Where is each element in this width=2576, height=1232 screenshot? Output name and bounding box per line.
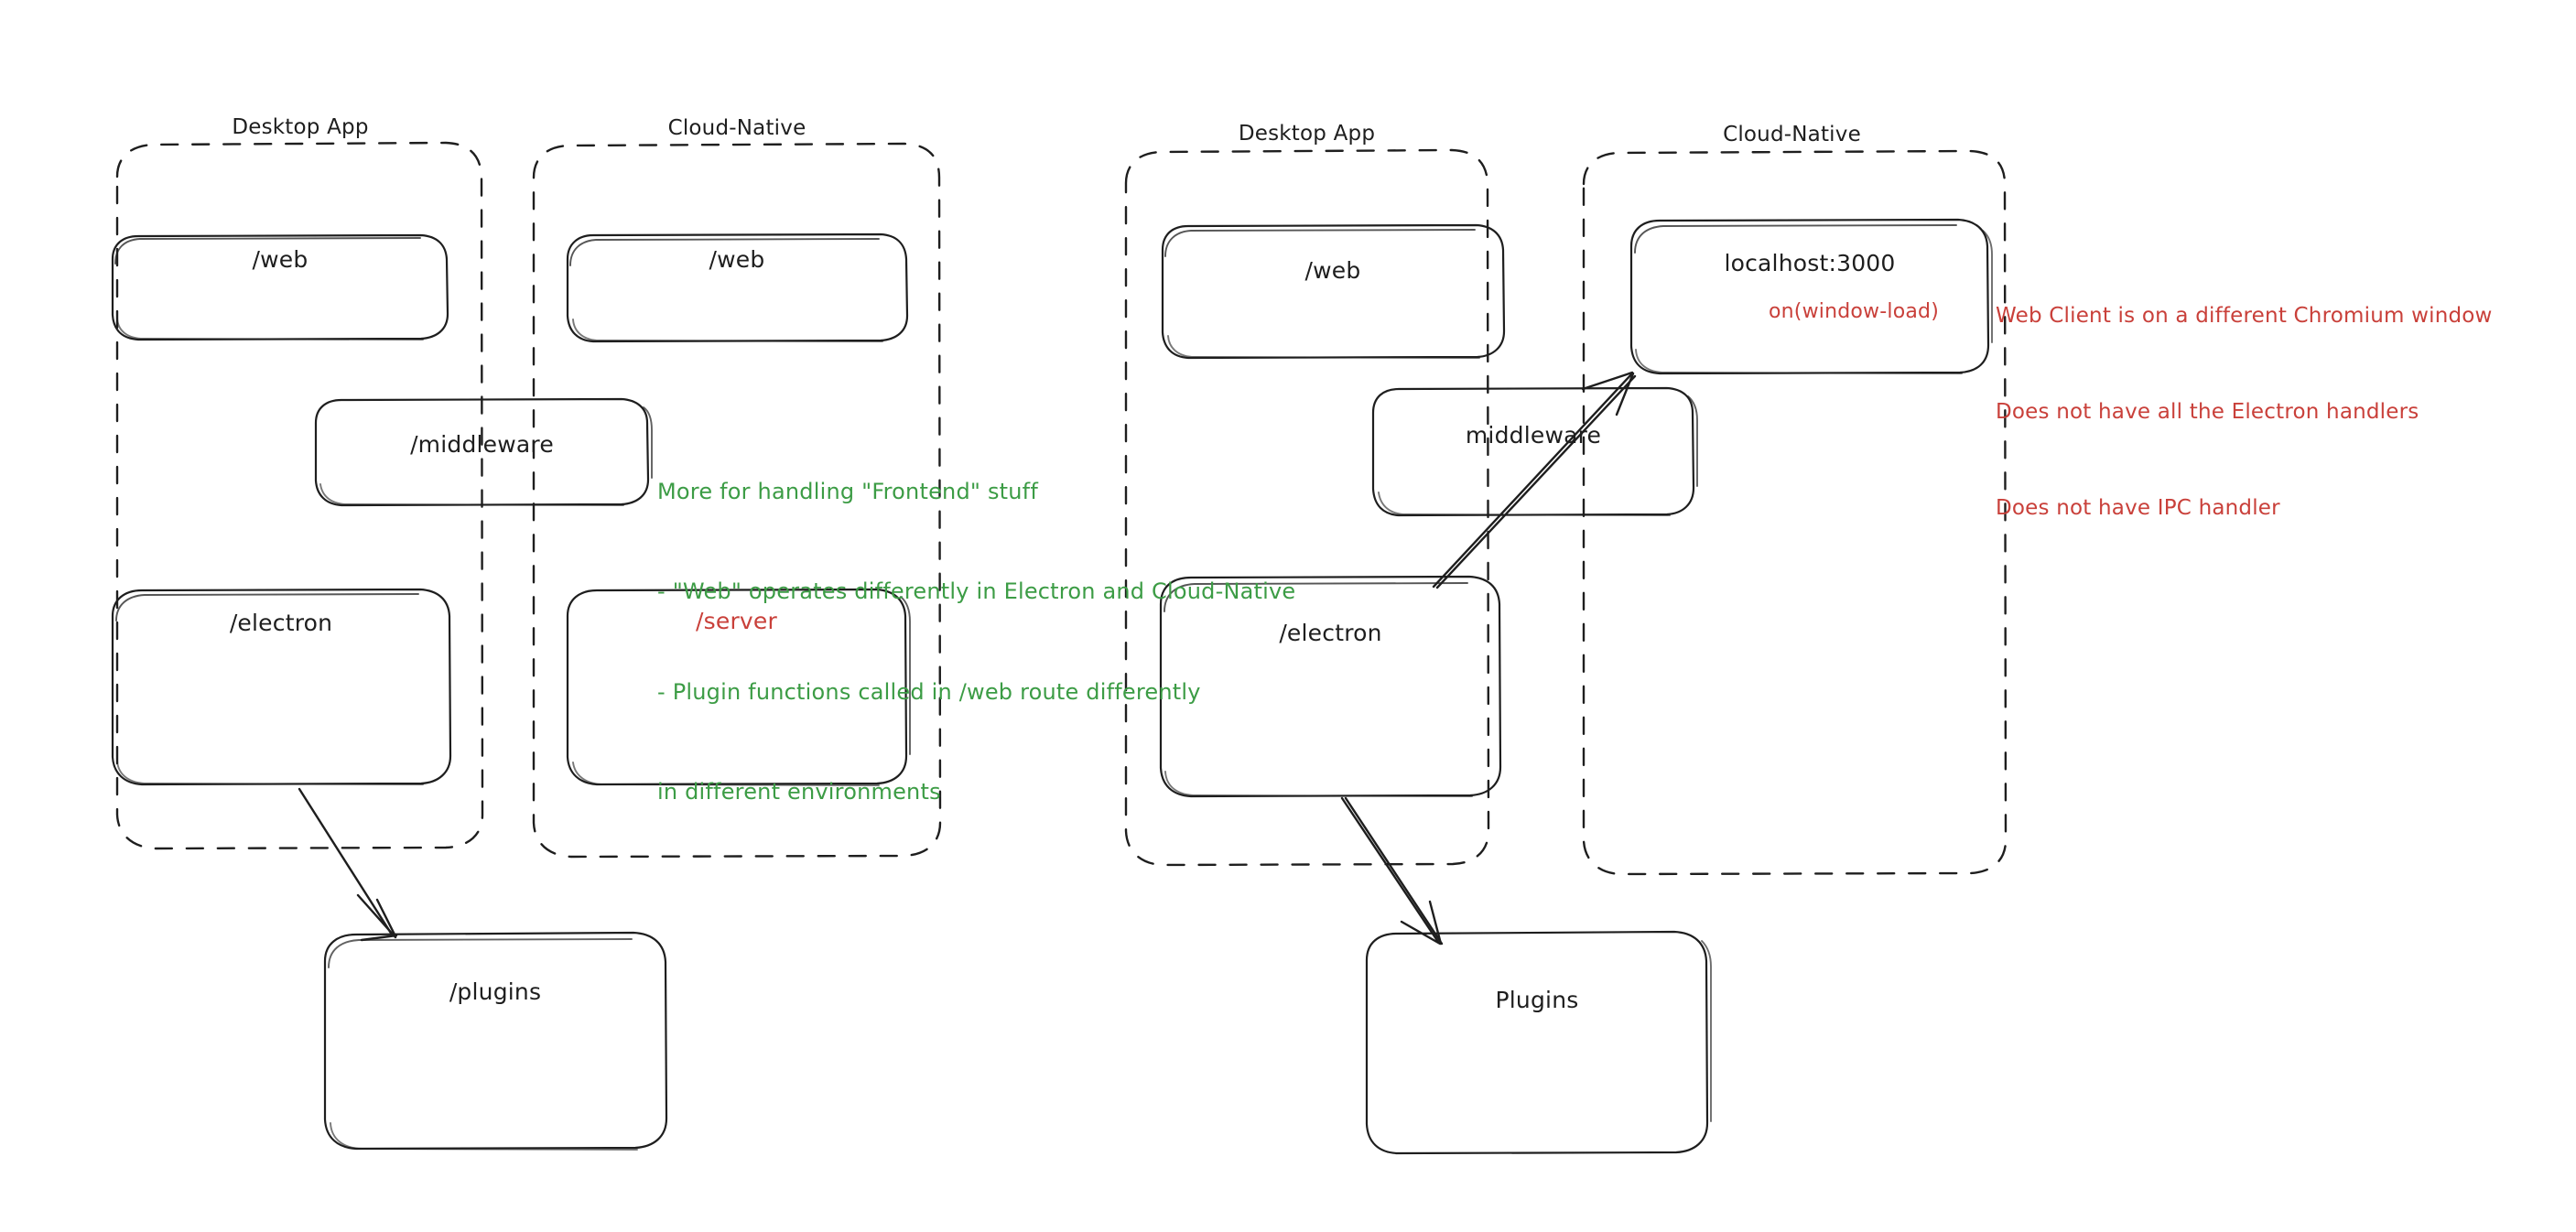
right-arrow-electron-to-localhost xyxy=(1432,371,1637,589)
right-node-middleware-shape xyxy=(1371,386,1698,517)
right-node-desktop-web-shape xyxy=(1161,223,1506,360)
red-annotation-line-1: Web Client is on a different Chromium wi… xyxy=(1996,303,2493,328)
green-annotation-line-3: - Plugin functions called in /web route … xyxy=(657,678,1201,705)
right-node-label-middleware: middleware xyxy=(1465,422,1602,448)
green-annotation-line-1: More for handling "Frontend" stuff xyxy=(657,478,1038,504)
left-group-desktop-app-outline xyxy=(115,141,484,850)
red-annotation-line-2: Does not have all the Electron handlers xyxy=(1996,399,2419,424)
green-annotation-note: More for handling "Frontend" stuff - "We… xyxy=(657,408,1390,876)
right-node-label-plugins: Plugins xyxy=(1495,987,1579,1013)
left-group-cloud-native-outline xyxy=(532,142,942,859)
left-node-plugins-shape xyxy=(323,931,668,1151)
left-node-label-cloud-web: /web xyxy=(709,246,765,273)
right-group-label-cloud-native: Cloud-Native xyxy=(1723,123,1861,146)
left-node-label-middleware: /middleware xyxy=(410,431,554,458)
right-node-label-localhost: localhost:3000 xyxy=(1724,250,1896,276)
left-node-electron-shape xyxy=(111,588,452,786)
left-node-cloud-web-shape xyxy=(566,232,909,343)
left-node-label-plugins: /plugins xyxy=(449,978,542,1005)
right-node-label-desktop-web: /web xyxy=(1304,257,1361,284)
red-annotation-note: Web Client is on a different Chromium wi… xyxy=(1996,236,2576,588)
left-node-label-electron: /electron xyxy=(229,610,333,636)
right-node-sublabel-on-window-load: on(window-load) xyxy=(1769,300,1939,323)
right-arrow-electron-to-plugins xyxy=(1340,796,1444,946)
left-group-label-cloud-native: Cloud-Native xyxy=(667,116,806,140)
left-node-middleware-shape xyxy=(314,397,653,507)
right-group-label-desktop-app: Desktop App xyxy=(1238,122,1376,146)
red-annotation-line-3: Does not have IPC handler xyxy=(1996,495,2280,520)
right-node-localhost-shape xyxy=(1629,218,1993,375)
left-group-label-desktop-app: Desktop App xyxy=(232,115,369,139)
right-group-desktop-app-outline xyxy=(1124,148,1490,867)
left-arrow-electron-to-plugins xyxy=(298,787,398,942)
left-node-label-desktop-web: /web xyxy=(252,246,308,273)
left-node-label-server: /server xyxy=(696,608,777,634)
right-group-cloud-native-outline xyxy=(1582,149,2008,876)
green-annotation-line-2: - "Web" operates differently in Electron… xyxy=(657,578,1296,605)
left-node-server-shape xyxy=(566,588,911,786)
left-node-desktop-web-shape xyxy=(111,233,449,341)
right-node-plugins-shape xyxy=(1365,930,1712,1155)
green-annotation-line-4: in different environments xyxy=(657,779,941,805)
right-node-electron-shape xyxy=(1159,575,1502,798)
right-node-label-electron: /electron xyxy=(1279,620,1382,646)
